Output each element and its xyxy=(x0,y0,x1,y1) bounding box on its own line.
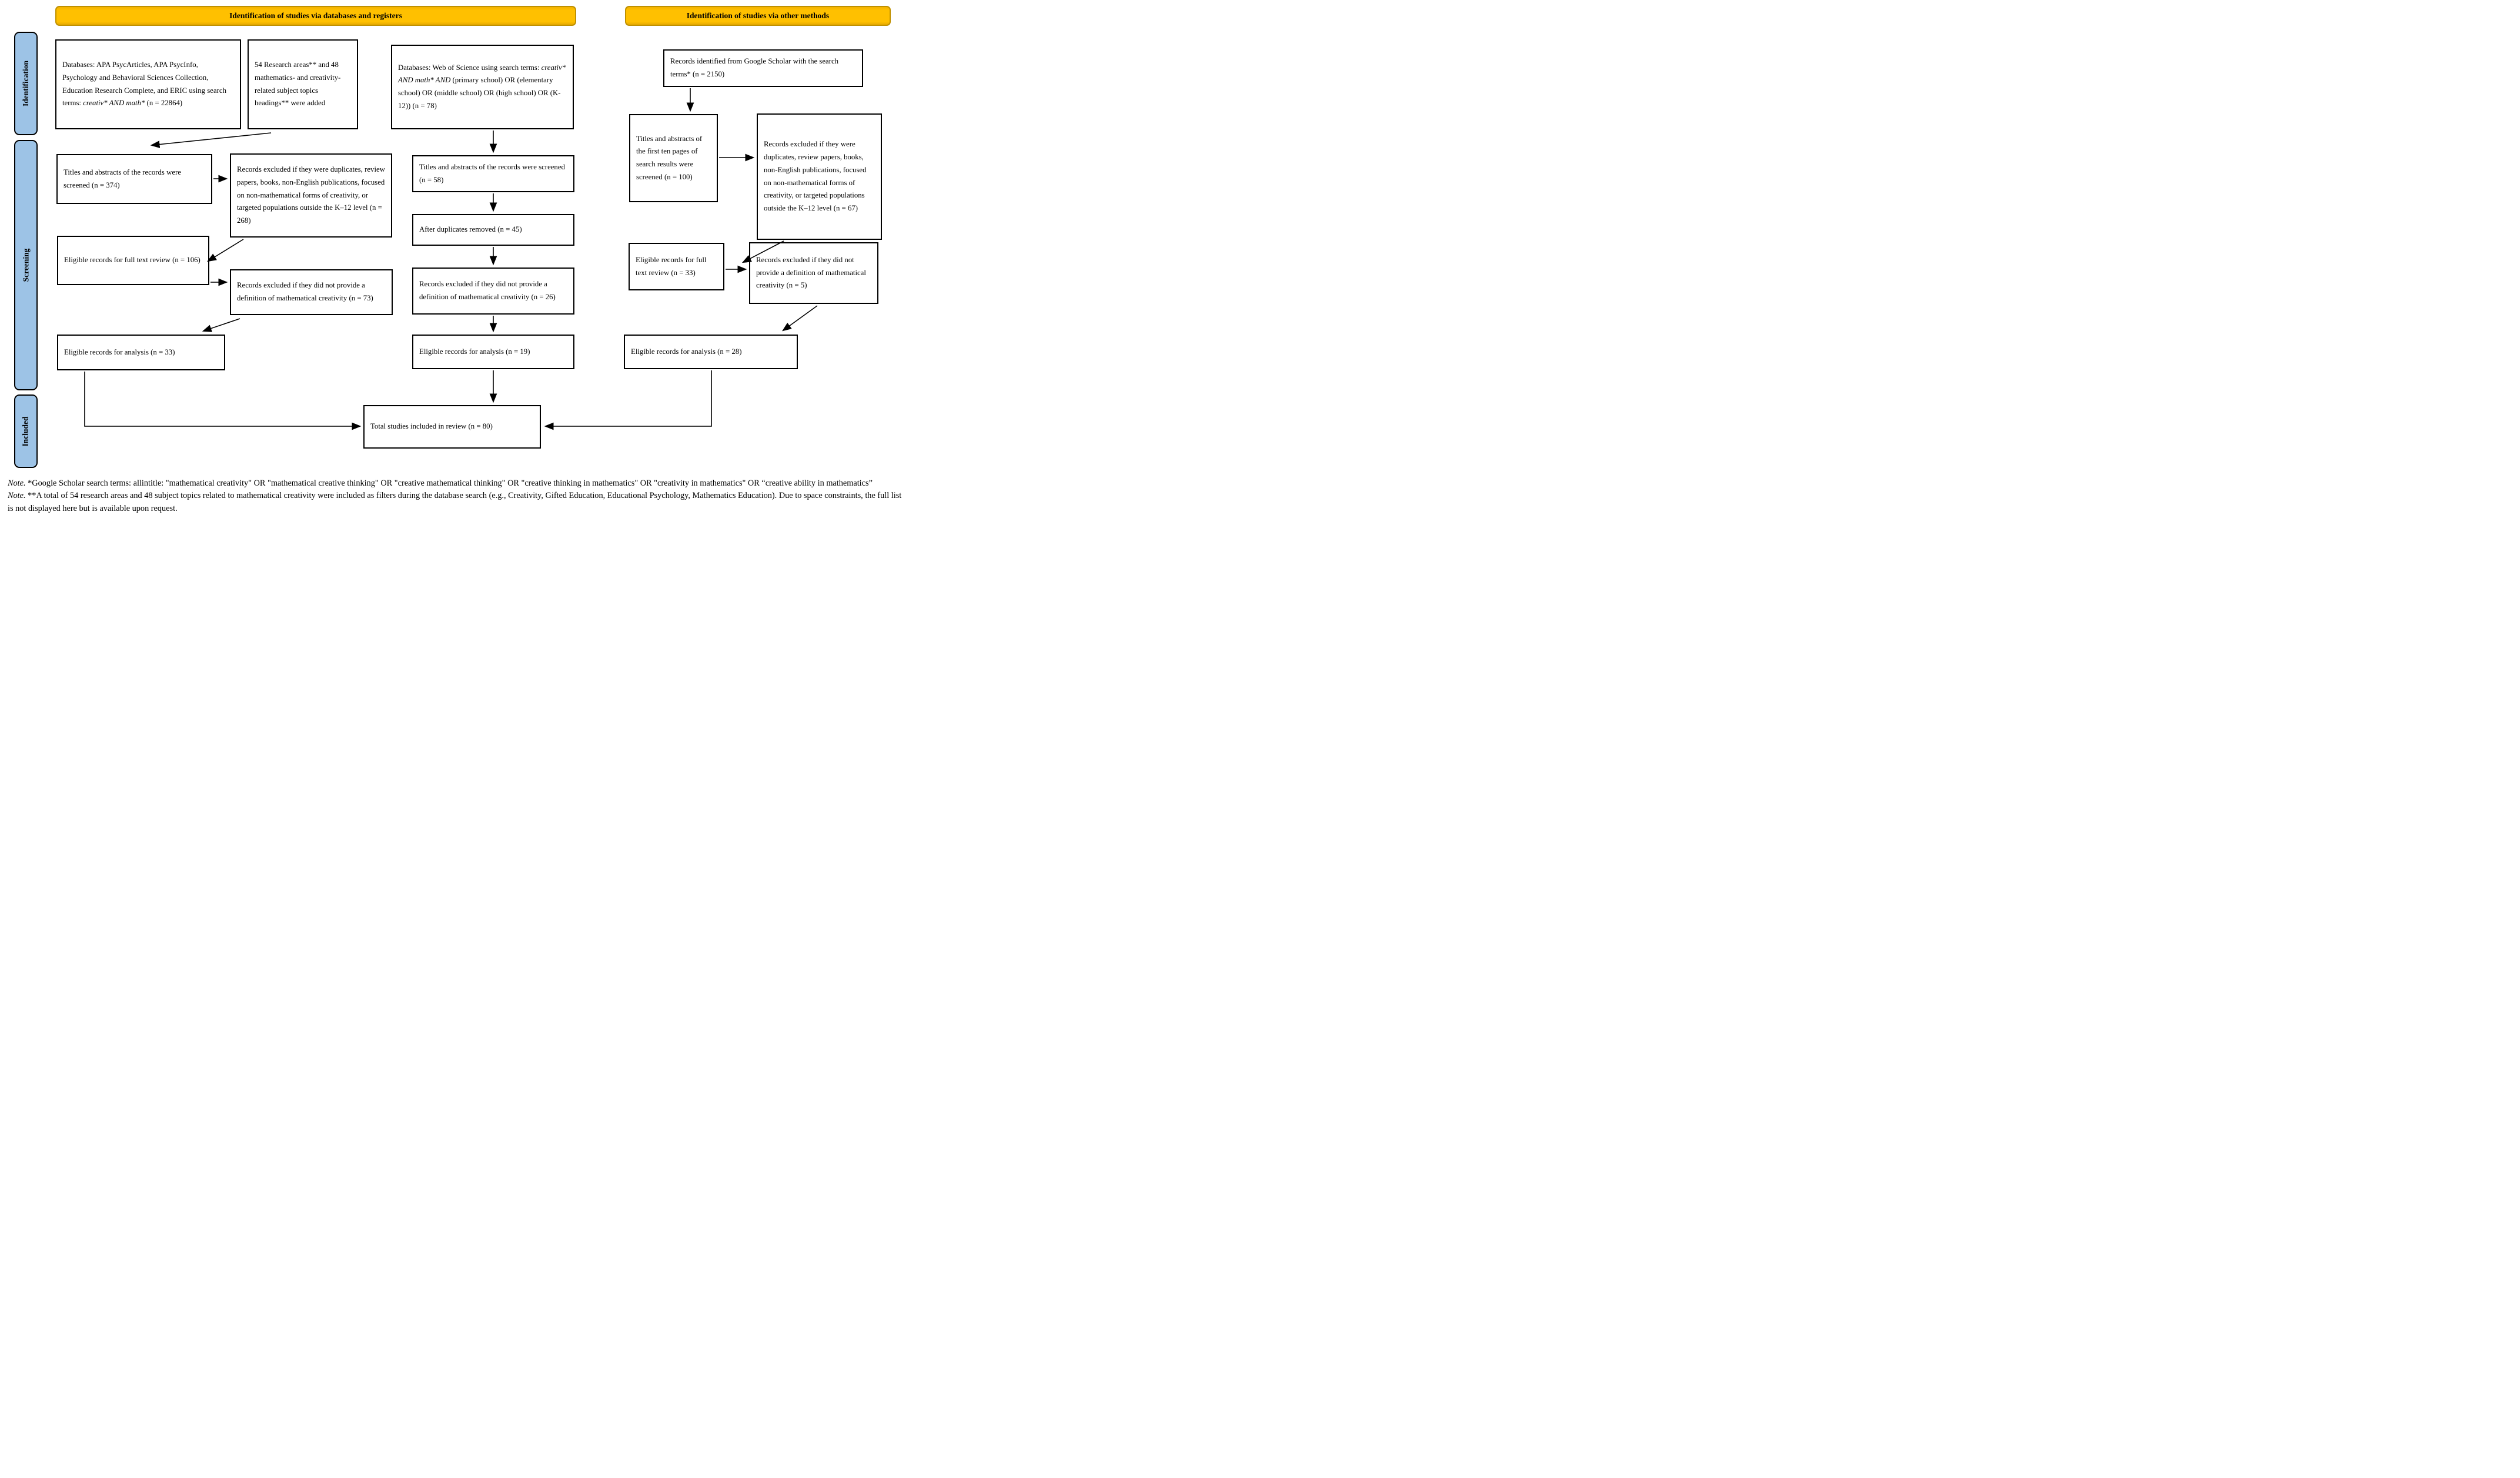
box-excluded-5-text: Records excluded if they did not provide… xyxy=(756,255,866,290)
box-google-scholar-text: Records identified from Google Scholar w… xyxy=(670,57,839,78)
box-databases-wos-text: Databases: Web of Science using search t… xyxy=(398,63,566,110)
box-fulltext-106: Eligible records for full text review (n… xyxy=(57,236,209,285)
box-screened-374-text: Titles and abstracts of the records were… xyxy=(63,168,181,189)
box-total-included-80-text: Total studies included in review (n = 80… xyxy=(370,422,493,431)
header-databases-registers-label: Identification of studies via databases … xyxy=(229,11,402,20)
figure-notes: Note. *Google Scholar search terms: alli… xyxy=(8,477,903,515)
note-research-areas-filters: Note. **A total of 54 research areas and… xyxy=(8,491,902,513)
box-research-areas-text: 54 Research areas** and 48 mathematics- … xyxy=(255,61,341,108)
stage-identification-label: Identification xyxy=(21,60,31,107)
connector-analysis-33-to-total xyxy=(84,372,362,430)
box-duplicates-45-text: After duplicates removed (n = 45) xyxy=(419,225,522,234)
box-analysis-19-text: Eligible records for analysis (n = 19) xyxy=(419,347,530,356)
box-excluded-26: Records excluded if they did not provide… xyxy=(412,267,574,315)
prisma-flow-diagram: Identification of studies via databases … xyxy=(0,0,907,532)
box-duplicates-45: After duplicates removed (n = 45) xyxy=(412,214,574,246)
box-screened-58-text: Titles and abstracts of the records were… xyxy=(419,162,565,184)
arrow-excluded-73-to-analysis-33 xyxy=(202,318,240,332)
box-excluded-73: Records excluded if they did not provide… xyxy=(230,269,393,315)
box-total-included-80: Total studies included in review (n = 80… xyxy=(363,405,541,449)
stage-screening: Screening xyxy=(14,140,38,390)
box-research-areas: 54 Research areas** and 48 mathematics- … xyxy=(248,39,358,129)
stage-included: Included xyxy=(14,394,38,468)
box-analysis-33-text: Eligible records for analysis (n = 33) xyxy=(64,347,175,356)
header-other-methods: Identification of studies via other meth… xyxy=(625,6,891,26)
box-fulltext-106-text: Eligible records for full text review (n… xyxy=(64,256,200,265)
box-screened-58: Titles and abstracts of the records were… xyxy=(412,155,574,192)
stage-included-label: Included xyxy=(21,416,30,447)
arrow-excluded-5-to-analysis-28 xyxy=(782,305,818,332)
box-google-scholar: Records identified from Google Scholar w… xyxy=(663,49,863,87)
arrow-identification-to-screened-374 xyxy=(150,132,272,148)
box-screened-100: Titles and abstracts of the first ten pa… xyxy=(629,114,718,202)
box-excluded-5: Records excluded if they did not provide… xyxy=(749,242,878,304)
box-screened-374: Titles and abstracts of the records were… xyxy=(56,154,212,204)
box-excluded-67: Records excluded if they were duplicates… xyxy=(757,113,882,240)
connector-analysis-28-to-total xyxy=(544,370,712,430)
box-analysis-28-text: Eligible records for analysis (n = 28) xyxy=(631,347,742,356)
note-google-scholar-terms: Note. *Google Scholar search terms: alli… xyxy=(8,479,873,488)
header-databases-registers: Identification of studies via databases … xyxy=(55,6,576,26)
stage-screening-label: Screening xyxy=(21,248,30,282)
box-databases-apa-text: Databases: APA PsycArticles, APA PsycInf… xyxy=(62,61,226,108)
box-fulltext-33-text: Eligible records for full text review (n… xyxy=(636,255,707,277)
box-analysis-28: Eligible records for analysis (n = 28) xyxy=(624,335,798,369)
box-databases-wos: Databases: Web of Science using search t… xyxy=(391,45,574,129)
box-analysis-33: Eligible records for analysis (n = 33) xyxy=(57,335,225,370)
stage-identification: Identification xyxy=(14,32,38,135)
box-excluded-268-text: Records excluded if they were duplicates… xyxy=(237,165,385,225)
box-excluded-268: Records excluded if they were duplicates… xyxy=(230,153,392,238)
box-analysis-19: Eligible records for analysis (n = 19) xyxy=(412,335,574,369)
box-databases-apa: Databases: APA PsycArticles, APA PsycInf… xyxy=(55,39,241,129)
header-other-methods-label: Identification of studies via other meth… xyxy=(686,11,830,20)
box-screened-100-text: Titles and abstracts of the first ten pa… xyxy=(636,134,703,181)
box-excluded-73-text: Records excluded if they did not provide… xyxy=(237,281,373,302)
box-excluded-67-text: Records excluded if they were duplicates… xyxy=(764,140,867,212)
box-fulltext-33: Eligible records for full text review (n… xyxy=(629,243,724,290)
box-excluded-26-text: Records excluded if they did not provide… xyxy=(419,280,556,301)
arrow-excluded-268-to-fulltext-106 xyxy=(206,239,244,262)
